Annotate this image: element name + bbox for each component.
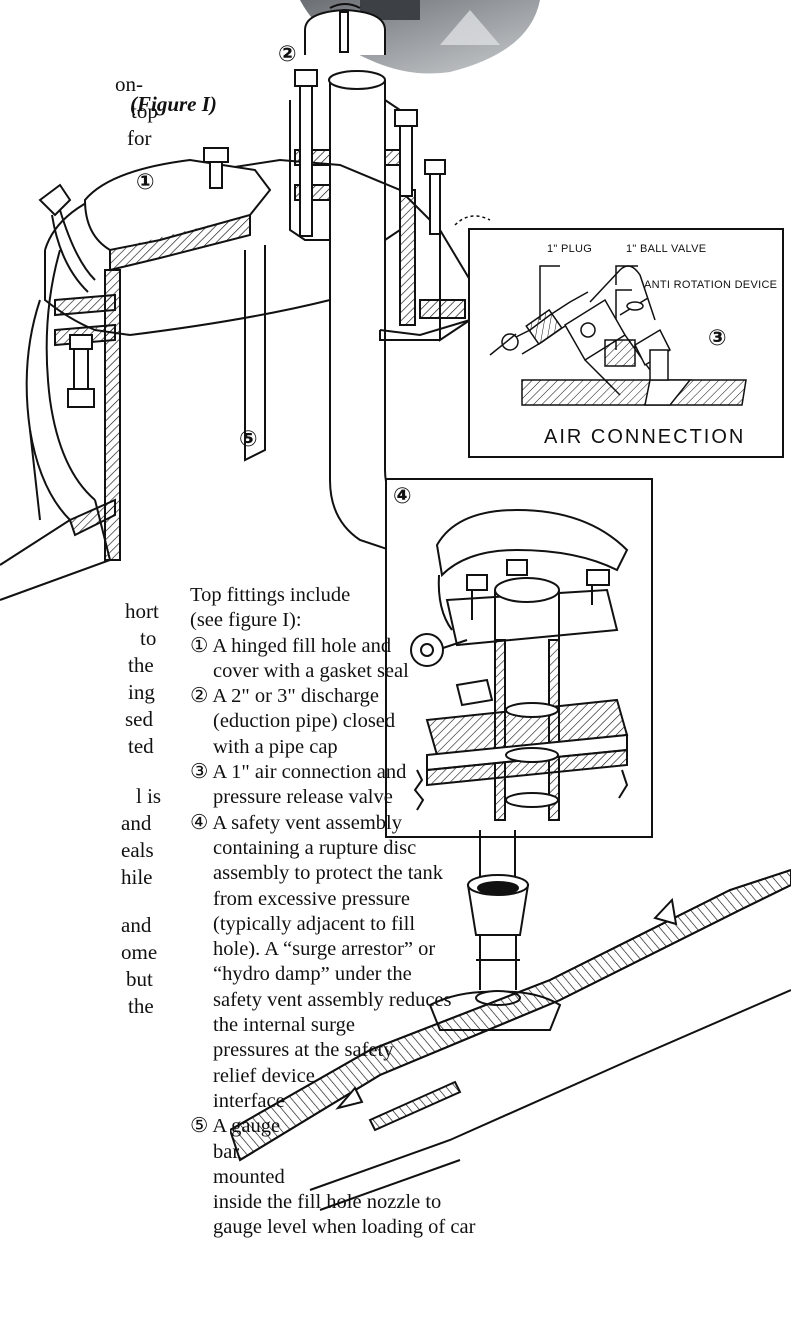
fitting-item-4: assembly to protect the tank xyxy=(213,862,443,885)
fitting-item-4: from excessive pressure xyxy=(213,887,410,910)
marker-5: ⑤ xyxy=(239,427,258,452)
fitting-item-5: gauge level when loading of car xyxy=(213,1216,476,1239)
fitting-item-2: (eduction pipe) closed xyxy=(213,710,396,733)
fitting-item-5: bar xyxy=(213,1140,240,1163)
tank-top-fittings-drawing xyxy=(0,3,491,601)
air-connection-drawing xyxy=(489,265,747,406)
body-fragment: top xyxy=(131,99,158,123)
body-fragment: the xyxy=(128,653,154,677)
fittings-intro: Top fittings include xyxy=(190,584,351,606)
top-fittings-list: Top fittings include (see figure I): ① A… xyxy=(190,583,475,1241)
body-fragment: eals xyxy=(121,838,154,862)
safety-vent-drawing xyxy=(410,508,629,821)
body-fragment: on- xyxy=(115,72,143,96)
fitting-item-3: ③ A 1" air connection and xyxy=(190,761,407,784)
plug-label: 1" PLUG xyxy=(547,243,593,255)
body-fragment: ted xyxy=(128,734,154,758)
fitting-item-4: ④ A safety vent assembly xyxy=(190,811,402,834)
fitting-item-4: interface xyxy=(213,1089,285,1112)
lower-pipe-drawing xyxy=(230,830,791,1211)
fitting-item-1: ① A hinged fill hole and xyxy=(190,634,392,657)
fitting-item-4: (typically adjacent to fill xyxy=(213,912,416,935)
fitting-item-4: containing a rupture disc xyxy=(213,836,417,859)
body-fragment: to xyxy=(140,626,157,650)
body-fragment: l is xyxy=(136,784,162,808)
fitting-item-4: “hydro damp” under the xyxy=(213,963,412,986)
marker-3: ③ xyxy=(708,326,727,351)
body-fragment: hort xyxy=(125,599,159,623)
body-fragment: sed xyxy=(125,707,153,731)
fittings-intro: (see figure I): xyxy=(190,609,302,632)
fitting-item-5: mounted xyxy=(213,1165,285,1188)
marker-4: ④ xyxy=(393,484,412,509)
anti-rotation-label: ANTI ROTATION DEVICE xyxy=(644,279,778,291)
fitting-item-3: pressure release valve xyxy=(213,786,393,809)
fitting-item-1: cover with a gasket seal xyxy=(213,659,409,682)
body-fragment: for xyxy=(127,126,152,150)
fitting-item-4: hole). A “surge arrestor” or xyxy=(213,938,436,961)
figure-caption: (Figure I) xyxy=(130,92,217,116)
fitting-item-2: ② A 2" or 3" discharge xyxy=(190,685,380,708)
fitting-item-2: with a pipe cap xyxy=(213,735,338,758)
body-fragment: but xyxy=(126,967,153,991)
safety-vent-inset: ④ xyxy=(385,478,653,838)
air-connection-title: AIR CONNECTION xyxy=(544,426,746,448)
fitting-item-4: relief device xyxy=(213,1064,315,1087)
air-connection-inset: 1" PLUG 1" BALL VALVE ANTI ROTATION DEVI… xyxy=(468,228,784,458)
body-fragment: ing xyxy=(128,680,155,704)
body-fragment: the xyxy=(128,994,154,1018)
ball-valve-label: 1" BALL VALVE xyxy=(626,243,707,255)
fitting-item-4: the internal surge xyxy=(213,1014,355,1037)
body-fragment: hile xyxy=(121,865,153,889)
marker-1: ① xyxy=(136,170,155,195)
body-fragment: and xyxy=(121,913,152,937)
body-fragment: and xyxy=(121,811,152,835)
fitting-item-5: ⑤ A gauge xyxy=(190,1115,281,1138)
marker-2: ② xyxy=(278,42,297,67)
fitting-item-5: inside the fill hole nozzle to xyxy=(213,1191,442,1214)
fitting-item-4: safety vent assembly reduces xyxy=(213,988,452,1011)
body-fragment: ome xyxy=(121,940,158,964)
fitting-item-4: pressures at the safety xyxy=(213,1039,394,1062)
